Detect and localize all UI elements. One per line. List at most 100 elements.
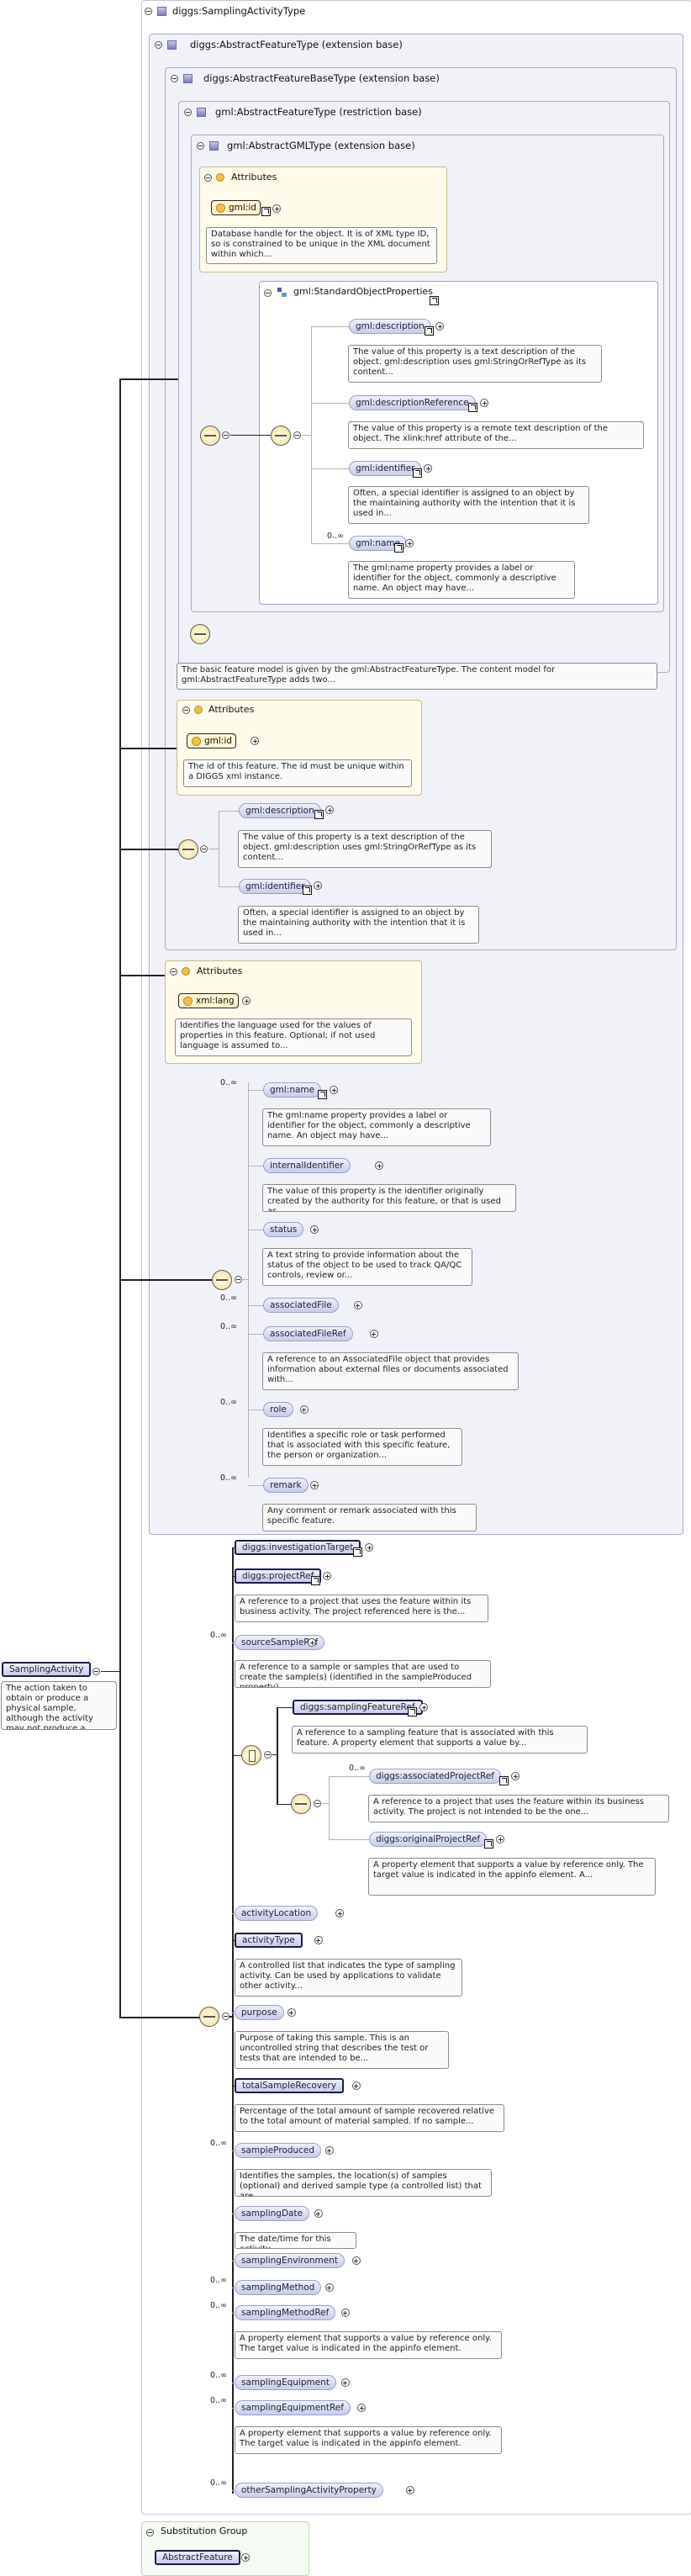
ref-link-icon[interactable] (303, 886, 312, 895)
el-main-8[interactable]: samplingMethodRef (235, 2305, 336, 2320)
expand-plus-icon[interactable] (241, 2553, 250, 2562)
el-main-7[interactable]: samplingMethod (235, 2280, 322, 2295)
expand-plus-icon[interactable] (351, 2081, 361, 2090)
el-main-0[interactable]: activityLocation (235, 1906, 319, 1921)
ref-link-icon[interactable] (394, 543, 404, 553)
el-main-4[interactable]: sampleProduced (235, 2143, 322, 2158)
el-main-1[interactable]: activityType (235, 1933, 303, 1948)
el-original-project-ref[interactable]: diggs:originalProjectRef (369, 1832, 488, 1847)
expand-plus-icon[interactable] (299, 1405, 309, 1414)
collapse-toggle[interactable] (204, 174, 212, 182)
el-main-2[interactable]: purpose (235, 2005, 284, 2020)
collapse-toggle[interactable] (184, 108, 192, 116)
expand-plus-icon[interactable] (435, 322, 444, 331)
collapse-toggle[interactable] (145, 8, 152, 15)
el-gml-description[interactable]: gml:description (349, 319, 431, 334)
expand-plus-icon[interactable] (357, 2404, 366, 2412)
expand-plus-icon[interactable] (340, 2378, 350, 2387)
expand-plus-icon[interactable] (242, 997, 251, 1005)
ref-link-icon[interactable] (413, 468, 422, 478)
el-associated-project-ref[interactable]: diggs:associatedProjectRef (369, 1769, 501, 1784)
el-main-6[interactable]: samplingEnvironment (235, 2253, 345, 2268)
el-main-5[interactable]: samplingDate (235, 2206, 310, 2221)
expand-plus-icon[interactable] (310, 1225, 319, 1234)
el-main-9[interactable]: samplingEquipment (235, 2375, 336, 2390)
collapse-toggle[interactable] (293, 431, 301, 439)
el-project-ref[interactable]: diggs:projectRef (235, 1568, 322, 1584)
expand-plus-icon[interactable] (330, 1086, 339, 1094)
ref-link-icon[interactable] (430, 296, 439, 305)
collapse-toggle[interactable] (155, 41, 162, 49)
expand-plus-icon[interactable] (351, 2256, 361, 2265)
ref-link-icon[interactable] (353, 1547, 362, 1557)
expand-plus-icon[interactable] (405, 2486, 414, 2494)
expand-plus-icon[interactable] (287, 2008, 296, 2017)
ref-link-icon[interactable] (425, 326, 434, 336)
ref-link-icon[interactable] (499, 1776, 509, 1785)
attr-xml-lang[interactable]: xml:lang (178, 993, 239, 1008)
el-abstract-feature[interactable]: AbstractFeature (155, 2550, 240, 2565)
attr-gml-id[interactable]: gml:id (211, 200, 261, 215)
el-feature-4[interactable]: associatedFileRef (263, 1326, 353, 1341)
el-gml-identifier[interactable]: gml:identifier (349, 461, 422, 476)
el-gml-description-reference[interactable]: gml:descriptionReference (349, 395, 476, 410)
el-feature-6[interactable]: remark (263, 1478, 309, 1493)
expand-plus-icon[interactable] (272, 204, 281, 213)
el-base-gml-description[interactable]: gml:description (239, 803, 321, 818)
el-investigation-target[interactable]: diggs:investigationTarget (235, 1540, 361, 1555)
expand-plus-icon[interactable] (353, 1301, 362, 1309)
el-feature-2[interactable]: status (263, 1222, 304, 1237)
ref-link-icon[interactable] (468, 403, 477, 412)
root-element-sampling-activity[interactable]: SamplingActivity (2, 1662, 92, 1677)
collapse-toggle[interactable] (222, 2013, 229, 2020)
expand-plus-icon[interactable] (340, 2309, 350, 2317)
expand-plus-icon[interactable] (365, 1543, 373, 1552)
collapse-toggle[interactable] (235, 1276, 242, 1283)
collapse-toggle[interactable] (171, 75, 178, 82)
expand-plus-icon[interactable] (314, 2209, 323, 2218)
expand-plus-icon[interactable] (424, 464, 432, 473)
expand-plus-icon[interactable] (323, 1572, 331, 1580)
ref-link-icon[interactable] (318, 1090, 328, 1099)
collapse-toggle[interactable] (264, 289, 272, 297)
expand-plus-icon[interactable] (324, 2283, 334, 2292)
expand-plus-icon[interactable] (310, 1481, 319, 1489)
expand-plus-icon[interactable] (369, 1330, 378, 1338)
collapse-toggle[interactable] (222, 431, 229, 439)
expand-plus-icon[interactable] (511, 1772, 520, 1780)
ref-link-icon[interactable] (314, 810, 324, 819)
expand-plus-icon[interactable] (405, 539, 414, 547)
expand-plus-icon[interactable] (325, 806, 334, 814)
el-feature-0[interactable]: gml:name (263, 1082, 322, 1098)
el-base-gml-identifier[interactable]: gml:identifier (239, 879, 312, 894)
el-feature-5[interactable]: role (263, 1402, 293, 1417)
ref-link-icon[interactable] (484, 1839, 493, 1849)
collapse-toggle[interactable] (264, 1751, 272, 1759)
collapse-toggle[interactable] (146, 2529, 154, 2536)
expand-plus-icon[interactable] (335, 1909, 345, 1917)
el-main-11[interactable]: otherSamplingActivityProperty (235, 2483, 383, 2498)
ref-link-icon[interactable] (311, 1576, 320, 1585)
expand-plus-icon[interactable] (314, 1936, 323, 1944)
collapse-toggle[interactable] (314, 1800, 321, 1807)
el-sampling-feature-ref[interactable]: diggs:samplingFeatureRef (293, 1700, 423, 1715)
expand-plus-icon[interactable] (419, 1703, 428, 1711)
expand-plus-icon[interactable] (324, 2146, 334, 2155)
expand-plus-icon[interactable] (496, 1835, 504, 1843)
ref-link-icon[interactable] (408, 1707, 417, 1716)
expand-plus-icon[interactable] (314, 881, 322, 890)
el-main-10[interactable]: samplingEquipmentRef (235, 2400, 351, 2415)
attr-feature-gml-id[interactable]: gml:id (187, 733, 236, 748)
collapse-toggle[interactable] (197, 142, 204, 150)
collapse-toggle[interactable] (182, 706, 190, 714)
collapse-toggle[interactable] (170, 968, 177, 976)
collapse-toggle[interactable] (92, 1668, 100, 1675)
ref-link-icon[interactable] (261, 207, 271, 216)
el-main-3[interactable]: totalSampleRecovery (235, 2078, 345, 2093)
expand-plus-icon[interactable] (308, 1638, 316, 1647)
expand-plus-icon[interactable] (480, 399, 488, 407)
collapse-toggle[interactable] (200, 845, 208, 853)
expand-plus-icon[interactable] (251, 737, 259, 745)
el-feature-3[interactable]: associatedFile (263, 1298, 339, 1313)
el-feature-1[interactable]: internalIdentifier (263, 1158, 351, 1173)
